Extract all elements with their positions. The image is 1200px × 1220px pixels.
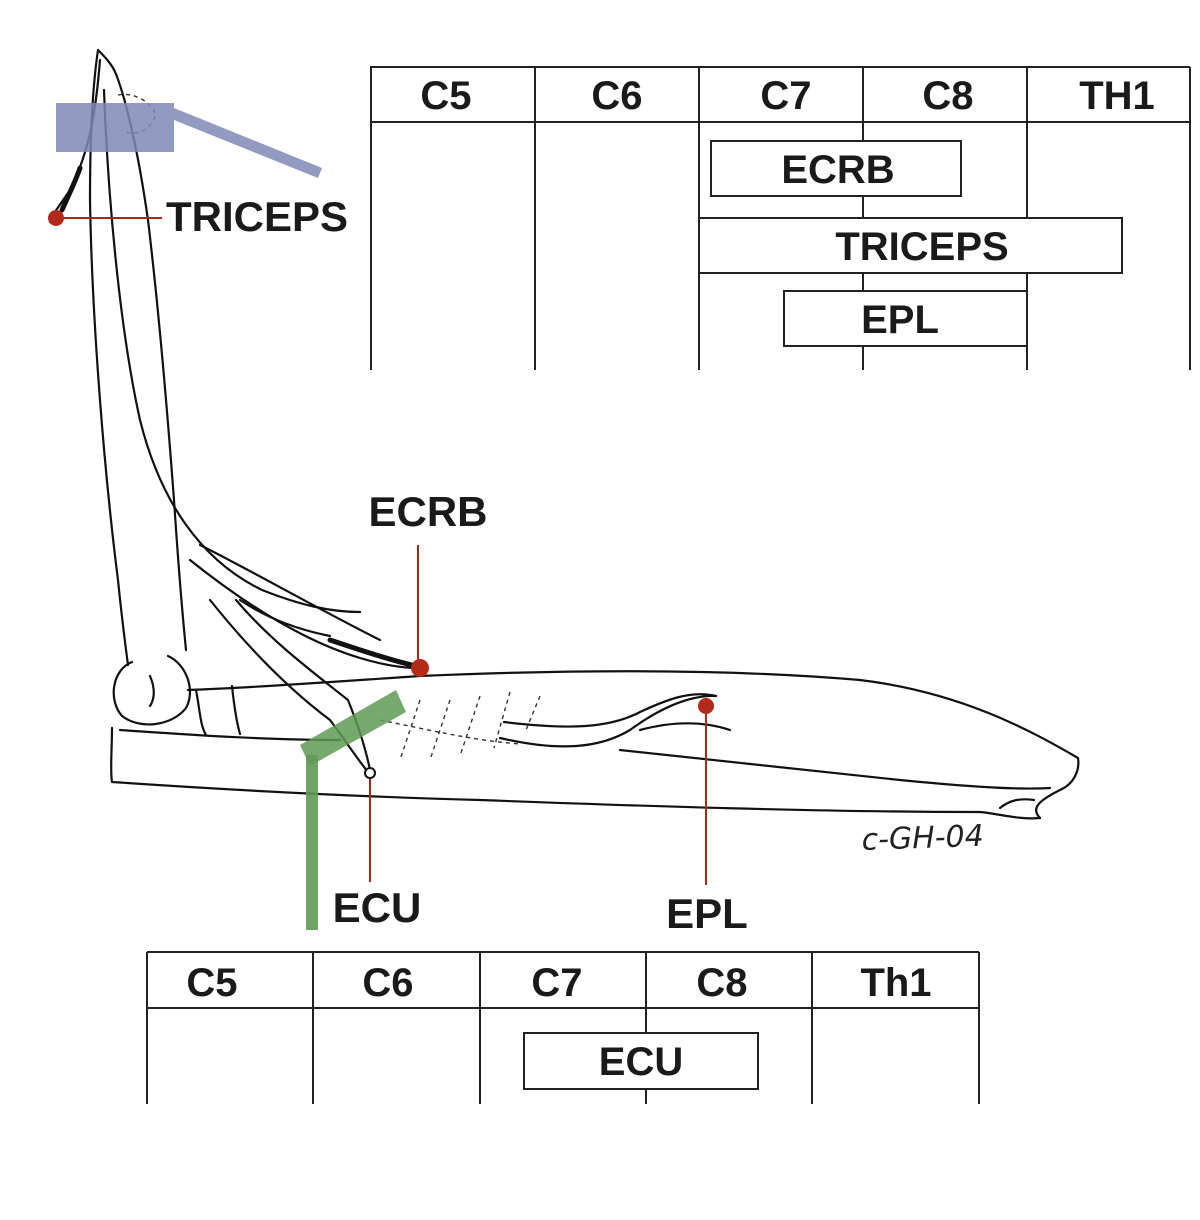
top-bar-triceps-label: TRICEPS [835, 225, 1008, 269]
top-bar-ecrb [710, 140, 962, 197]
epl-label: EPL [666, 890, 748, 937]
bottom-bar-ecu [523, 1032, 759, 1090]
ecu-marker [364, 767, 376, 779]
bottom-col-header-th1: Th1 [860, 961, 931, 1005]
top-bar-triceps [698, 217, 1123, 274]
ecrb-marker [411, 659, 429, 677]
triceps-label: TRICEPS [166, 193, 348, 240]
top-col-header-th1: TH1 [1079, 74, 1155, 118]
triceps-marker [48, 210, 64, 226]
bottom-col-header-c7: C7 [531, 961, 582, 1005]
ecu-label: ECU [333, 884, 422, 931]
triceps-highlight [56, 103, 322, 178]
ecrb-label: ECRB [368, 488, 487, 535]
top-bar-epl [783, 290, 1028, 347]
top-bar-ecrb-label: ECRB [781, 148, 894, 192]
top-myotome-table: C5 C6 C7 C8 TH1 ECRB TRICEPS EPL [370, 66, 1191, 370]
bottom-col-header-c5: C5 [186, 961, 237, 1005]
bottom-col-header-c6: C6 [362, 961, 413, 1005]
artist-signature: c-GH-04 [861, 819, 984, 858]
arm-sketch [48, 48, 1080, 820]
markers [48, 210, 714, 885]
top-col-header-c7: C7 [760, 74, 811, 118]
bottom-bar-ecu-label: ECU [599, 1040, 683, 1084]
top-col-header-c5: C5 [420, 74, 471, 118]
bottom-col-header-c8: C8 [696, 961, 747, 1005]
top-col-header-c8: C8 [922, 74, 973, 118]
bottom-myotome-table: C5 C6 C7 C8 Th1 ECU [146, 951, 980, 1104]
epl-marker [698, 698, 714, 714]
ecu-highlight [300, 690, 406, 930]
top-col-header-c6: C6 [591, 74, 642, 118]
top-bar-epl-label: EPL [861, 298, 939, 342]
